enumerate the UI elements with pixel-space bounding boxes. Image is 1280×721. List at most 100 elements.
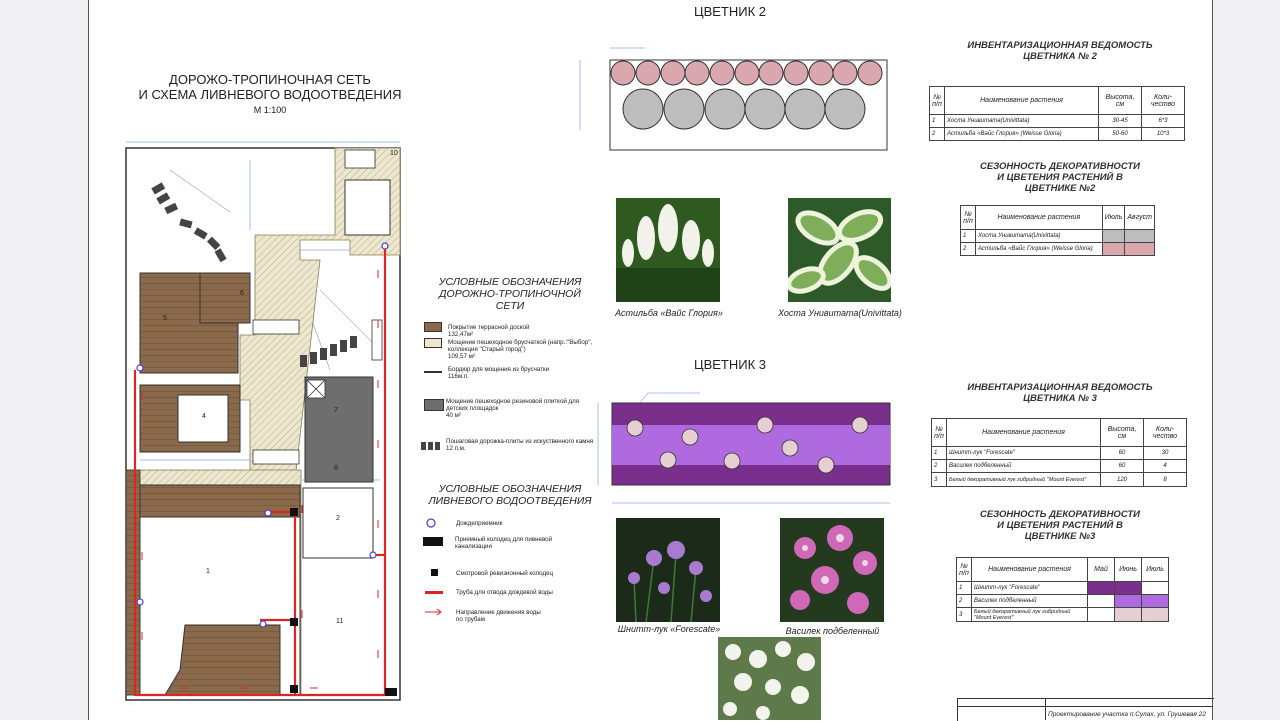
title-block-rule bbox=[957, 706, 1213, 707]
legend-item-rubber-value: 40 м² bbox=[446, 412, 461, 419]
cell: 30 bbox=[1143, 446, 1187, 460]
legend-drain-title: УСЛОВНЫЕ ОБОЗНАЧЕНИЯ ЛИВНЕВОГО ВОДООТВЕД… bbox=[428, 483, 592, 507]
bed3-title: ЦВЕТНИК 3 bbox=[693, 357, 767, 372]
table-row: 1 Шнитт-лук "Forescate" 60 30 bbox=[931, 446, 1187, 460]
season2-title: СЕЗОННОСТЬ ДЕКОРАТИВНОСТИ И ЦВЕТЕНИЯ РАС… bbox=[960, 161, 1160, 194]
season3-title-line2: И ЦВЕТЕНИЯ РАСТЕНИЙ В bbox=[997, 520, 1123, 531]
legend-item-paving-label: Мощение пешеходное брусчаткой (напр.:"Вы… bbox=[448, 339, 593, 353]
cell: 1 bbox=[931, 446, 947, 460]
inv2-title-line2: ЦВЕТНИКА № 2 bbox=[1023, 51, 1097, 62]
legend-swatch-border bbox=[424, 371, 442, 373]
season2-col-name: Наименование растения bbox=[975, 205, 1103, 230]
season3-col-name: Наименование растения bbox=[971, 557, 1088, 582]
zone-label-1: 1 bbox=[206, 568, 210, 575]
table-row: 1 Шнитт-лук "Forescate" bbox=[956, 581, 1169, 595]
zone-label-10: 10 bbox=[390, 150, 398, 157]
bed3-plan bbox=[597, 392, 891, 504]
cell: 2 bbox=[929, 127, 945, 141]
cell: 120 bbox=[1100, 472, 1144, 487]
inv3-col-num: № п/п bbox=[931, 418, 947, 447]
table-row: 2 Астильба «Вайс Глория» (Weisse Gloria)… bbox=[929, 127, 1185, 141]
inv2-title-line1: ИНВЕНТАРИЗАЦИОННАЯ ВЕДОМОСТЬ bbox=[967, 40, 1153, 51]
bed2-title: ЦВЕТНИК 2 bbox=[693, 4, 767, 19]
legend-receiving-well: Приемный колодец для ливневой канализаци… bbox=[455, 536, 553, 550]
cell: Астильба «Вайс Глория» (Weisse Gloria) bbox=[975, 242, 1103, 256]
legend-pipe: Труба для отвода дождевой воды bbox=[456, 589, 553, 596]
season3-col-may: Май bbox=[1087, 557, 1115, 582]
legend-inspection-well-icon bbox=[431, 569, 438, 576]
cell: Астильба «Вайс Глория» (Weisse Gloria) bbox=[944, 127, 1099, 141]
bed2-hosta-row bbox=[622, 88, 866, 130]
legend-item-border: Бордюр для мощения из брусчатки 116м.п. bbox=[448, 366, 598, 380]
zone-9-box bbox=[344, 149, 376, 169]
zone-9-area bbox=[344, 179, 391, 236]
caption-hosta: Хоста Унивитата(Univittata) bbox=[778, 308, 902, 318]
zone-label-2: 2 bbox=[336, 515, 340, 522]
cell: Василек подбеленный bbox=[946, 459, 1101, 473]
deck-west-strip bbox=[125, 469, 141, 696]
bed3-allium-dots bbox=[626, 416, 869, 474]
legend-receiving-well-icon bbox=[423, 537, 443, 546]
legend-item-border-value: 116м.п. bbox=[448, 373, 469, 380]
legend-swatch-deck bbox=[424, 322, 442, 332]
stepping-stones bbox=[151, 182, 357, 367]
season2-col-jul: Июль bbox=[1101, 205, 1126, 230]
season2-col-aug: Август bbox=[1124, 205, 1155, 230]
table-row: 2 Василек подбеленный bbox=[956, 594, 1169, 608]
rain-inlets bbox=[136, 242, 389, 628]
cell: Шнитт-лук "Forescate" bbox=[971, 581, 1088, 595]
legend-swatch-stepping bbox=[421, 442, 440, 450]
drain-pipes bbox=[133, 245, 387, 697]
inv2-col-height: Высота, см bbox=[1098, 86, 1142, 115]
legend-flow-arrow-icon bbox=[425, 608, 442, 616]
table-row: 3 Белый декоративный лук гибридный "Moun… bbox=[931, 472, 1187, 487]
legend-swatch-rubber bbox=[424, 399, 444, 411]
cell: Василек подбеленный bbox=[971, 594, 1088, 608]
bloom-cell bbox=[1141, 594, 1169, 608]
inv2-col-num: № п/п bbox=[929, 86, 945, 115]
plan-title: ДОРОЖО-ТРОПИНОЧНАЯ СЕТЬ И СХЕМА ЛИВНЕВОГ… bbox=[120, 72, 420, 102]
season3-title-line3: ЦВЕТНИКЕ №3 bbox=[1024, 531, 1096, 542]
legend-item-rubber-label: Мощение пешеходное резиновой плиткой для… bbox=[446, 398, 580, 412]
season3-table: № п/п Наименование растения Май Июнь Июл… bbox=[956, 557, 1169, 622]
bloom-cell bbox=[1141, 581, 1169, 595]
inv3-table: № п/п Наименование растения Высота, см К… bbox=[931, 418, 1187, 487]
caption-astilbe: Астильба «Вайс Глория» bbox=[615, 308, 723, 318]
bloom-cell bbox=[1124, 242, 1155, 256]
legend-item-border-label: Бордюр для мощения из брусчатки bbox=[448, 366, 550, 373]
cell: 60 bbox=[1100, 459, 1144, 473]
table-row: 1 Хоста Унивитата(Univittata) bbox=[960, 229, 1155, 243]
legend-inspection-well: Смотровой ревизионный колодец bbox=[456, 570, 554, 577]
inv2-col-name: Наименование растения bbox=[944, 86, 1099, 115]
bloom-cell bbox=[1141, 607, 1169, 622]
cell: Хоста Унивитата(Univittata) bbox=[975, 229, 1103, 243]
bloom-cell bbox=[1087, 607, 1115, 622]
bench-1 bbox=[252, 319, 300, 335]
legend-item-deck-label: Покрытие террасной доской bbox=[448, 324, 530, 331]
season2-col-num: № п/п bbox=[960, 205, 976, 230]
title-block-text: Проектирование участка п.Сулах, ул. Груш… bbox=[1048, 711, 1206, 718]
cell: 1 bbox=[960, 229, 976, 243]
bed3-cornflower-band bbox=[612, 425, 890, 465]
zone-label-4: 4 bbox=[202, 413, 206, 420]
inv2-title: ИНВЕНТАРИЗАЦИОННАЯ ВЕДОМОСТЬ ЦВЕТНИКА № … bbox=[960, 40, 1160, 62]
inv2-table: № п/п Наименование растения Высота, см К… bbox=[929, 86, 1185, 141]
inv3-title-line1: ИНВЕНТАРИЗАЦИОННАЯ ВЕДОМОСТЬ bbox=[967, 382, 1153, 393]
photo-white-allium bbox=[718, 637, 821, 720]
bed2-astilbe-row bbox=[610, 60, 883, 86]
plan-title-line1: ДОРОЖО-ТРОПИНОЧНАЯ СЕТЬ bbox=[169, 72, 371, 87]
cell: 3 bbox=[956, 607, 972, 622]
title-block bbox=[957, 698, 1214, 721]
legend-item-paving-value: 109,57 м² bbox=[448, 353, 475, 360]
legend-item-deck-value: 132,47м² bbox=[448, 331, 474, 338]
season3-col-jun: Июнь bbox=[1114, 557, 1142, 582]
inv3-col-name: Наименование растения bbox=[946, 418, 1101, 447]
cell: 4 bbox=[1143, 459, 1187, 473]
zone-2-area bbox=[302, 487, 374, 559]
inv2-col-qty: Коли-чество bbox=[1141, 86, 1185, 115]
zone-label-6: 6 bbox=[240, 290, 244, 297]
season3-title: СЕЗОННОСТЬ ДЕКОРАТИВНОСТИ И ЦВЕТЕНИЯ РАС… bbox=[960, 509, 1160, 542]
bloom-cell bbox=[1124, 229, 1155, 243]
site-plan: 1 2 4 5 6 7 8 9 10 11 bbox=[125, 141, 401, 701]
bloom-cell bbox=[1087, 594, 1115, 608]
